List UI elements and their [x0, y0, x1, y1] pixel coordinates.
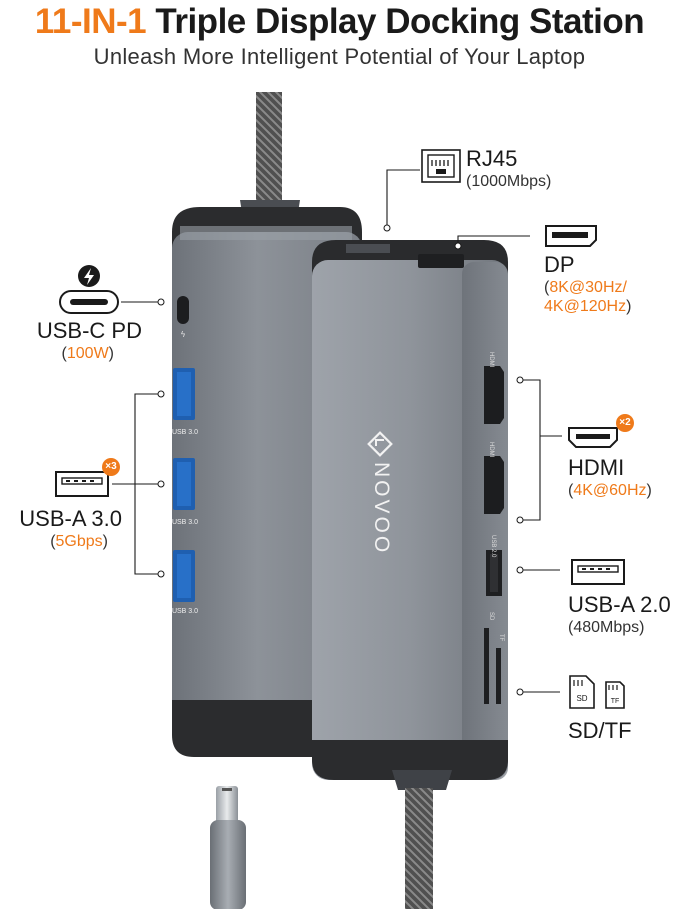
page-subtitle: Unleash More Intelligent Potential of Yo…	[93, 44, 586, 69]
hdmi-name: HDMI	[568, 455, 625, 480]
tf-icon-text: TF	[611, 698, 620, 705]
usb3-port-label: USB 3.0	[172, 519, 198, 526]
paren-open: (	[568, 482, 574, 499]
dp-callout: DP (8K@30Hz/ 4K@120Hz)	[544, 252, 631, 316]
hdmi-callout: HDMI (4K@60Hz)	[568, 455, 652, 500]
hdmi-spec: 4K@60Hz	[573, 482, 647, 499]
usbc-spec: 100W	[66, 345, 109, 362]
tf-card-icon: TF	[605, 681, 625, 709]
paren-open: (	[544, 279, 550, 296]
rj45-spec: 1000Mbps	[471, 173, 547, 190]
hdmi-icon	[568, 427, 618, 448]
top-cable	[240, 92, 300, 225]
usbc-name: USB-C PD	[36, 318, 142, 343]
usbc-port	[177, 296, 189, 324]
dp-icon	[545, 225, 597, 247]
hdmi-port-2: HDMI	[484, 442, 504, 514]
logo-text: NOVOO	[370, 462, 393, 555]
usba3-name: USB-A 3.0	[19, 506, 122, 531]
sd-card-icon: SD	[569, 675, 595, 709]
usba3-count-badge: ×3	[102, 458, 120, 476]
hdmi-count-badge: ×2	[616, 414, 634, 432]
paren-open: (	[50, 533, 56, 550]
dp-port	[418, 254, 464, 268]
usba3-icon	[55, 471, 109, 497]
usbc-plug	[210, 786, 246, 909]
usb3-port-label: USB 3.0	[172, 429, 198, 436]
usb3-port-3: USB 3.0	[172, 550, 198, 615]
tf-slot-label: TF	[498, 634, 504, 642]
bottom-cable	[392, 770, 452, 909]
dp-spec-line2: 4K@120Hz	[544, 298, 627, 315]
usb2-port: USB 2.0	[486, 535, 502, 596]
sdtf-name: SD/TF	[568, 718, 632, 743]
paren-open: (	[466, 173, 472, 190]
usb2-port-label: USB 2.0	[490, 535, 496, 558]
callout-dots	[157, 224, 524, 696]
hub-front-unit: HDMI HDMI USB 2.0 SD TF NOVOO	[312, 240, 508, 780]
sd-slot-label: SD	[488, 612, 494, 621]
usbc-pd-icon	[59, 265, 119, 314]
rj45-callout: RJ45 (1000Mbps)	[466, 146, 551, 191]
usb3-port-label: USB 3.0	[172, 608, 198, 615]
usba2-name: USB-A 2.0	[568, 592, 671, 617]
usba2-icon	[571, 559, 625, 585]
usba3-spec: 5Gbps	[55, 533, 103, 550]
usbc-port-pd-icon: ϟ	[180, 330, 185, 339]
sdtf-callout: SD/TF	[568, 718, 632, 744]
paren-close: )	[546, 173, 552, 190]
title-accent: 11-IN-1	[34, 2, 147, 41]
paren-close: )	[639, 619, 645, 636]
paren-open: (	[568, 619, 574, 636]
usba3-callout: USB-A 3.0 (5Gbps)	[2, 506, 122, 551]
page-title: 11-IN-1 Triple Display Docking Station	[0, 2, 679, 42]
dp-spec-line1: 8K@30Hz/	[549, 279, 627, 296]
novoo-logo: NOVOO	[367, 431, 393, 555]
sd-icon-text: SD	[576, 694, 587, 703]
rj45-name: RJ45	[466, 146, 518, 171]
paren-open: (	[61, 345, 67, 362]
hdmi-port-label: HDMI	[488, 352, 494, 368]
paren-close: )	[102, 533, 108, 550]
usba2-spec: 480Mbps	[573, 619, 640, 636]
usb3-port-1: USB 3.0	[172, 368, 198, 436]
hdmi-port-1: HDMI	[484, 352, 504, 424]
usba2-callout: USB-A 2.0 (480Mbps)	[568, 592, 671, 637]
hdmi-port-label: HDMI	[488, 442, 494, 458]
paren-close: )	[646, 482, 652, 499]
paren-close: )	[108, 345, 114, 362]
sd-tf-slots: SD TF	[484, 612, 504, 704]
usb3-port-2: USB 3.0	[172, 458, 198, 526]
usbc-callout: USB-C PD (100W)	[4, 318, 142, 363]
title-rest: Triple Display Docking Station	[155, 2, 645, 41]
paren-close: )	[626, 298, 632, 315]
rj45-icon	[421, 149, 461, 183]
dp-name: DP	[544, 252, 575, 277]
